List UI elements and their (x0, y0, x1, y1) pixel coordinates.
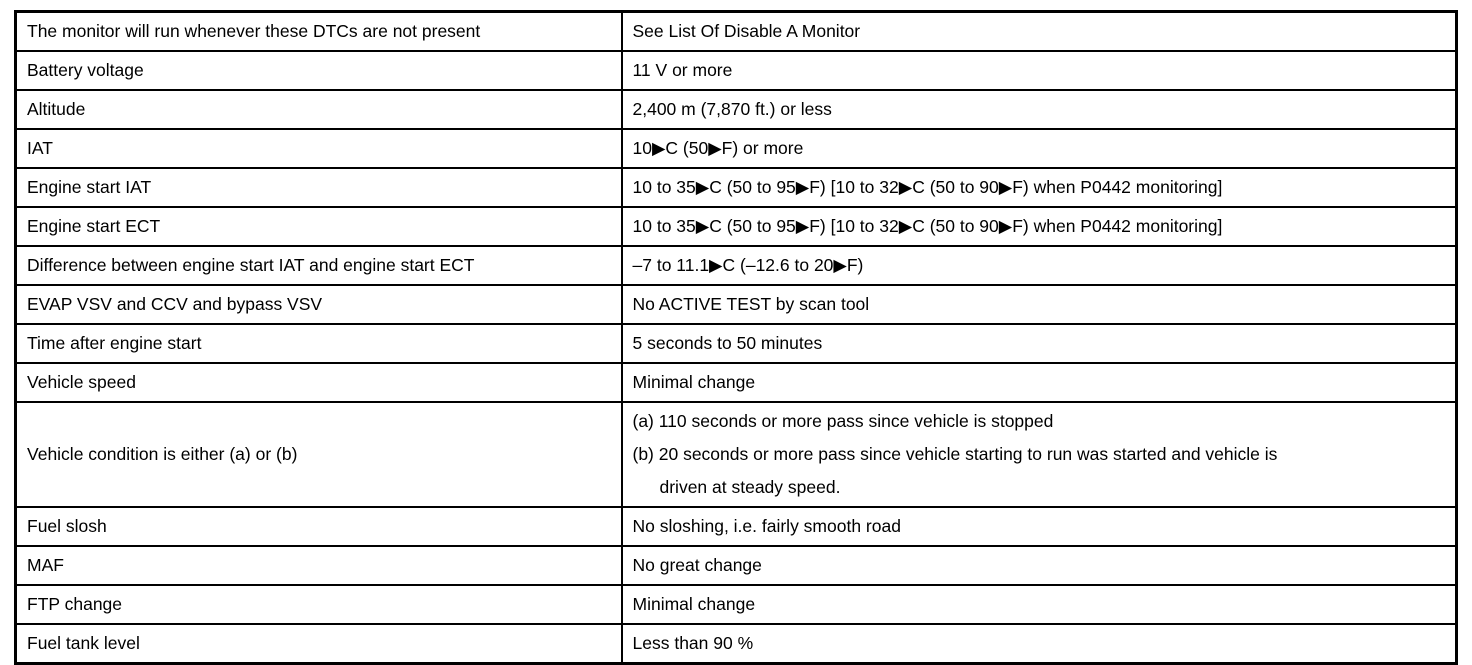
table-row: Time after engine start 5 seconds to 50 … (14, 323, 1458, 364)
table-row: Fuel slosh No sloshing, i.e. fairly smoo… (14, 506, 1458, 547)
table-row: The monitor will run whenever these DTCs… (14, 10, 1458, 52)
condition-cell: The monitor will run whenever these DTCs… (14, 10, 623, 52)
condition-cell: FTP change (14, 584, 623, 625)
condition-cell: EVAP VSV and CCV and bypass VSV (14, 284, 623, 325)
conditions-table: The monitor will run whenever these DTCs… (14, 10, 1458, 665)
table-row: Altitude 2,400 m (7,870 ft.) or less (14, 89, 1458, 130)
value-line-b-cont: driven at steady speed. (659, 477, 841, 497)
value-cell: 5 seconds to 50 minutes (620, 323, 1458, 364)
value-line-b: (b) 20 seconds or more pass since vehicl… (632, 444, 1278, 464)
monitor-conditions-table: The monitor will run whenever these DTCs… (14, 10, 1458, 665)
table-row: EVAP VSV and CCV and bypass VSV No ACTIV… (14, 284, 1458, 325)
table-row: Difference between engine start IAT and … (14, 245, 1458, 286)
condition-cell: Engine start ECT (14, 206, 623, 247)
value-cell: –7 to 11.1▶C (–12.6 to 20▶F) (620, 245, 1458, 286)
condition-cell: IAT (14, 128, 623, 169)
condition-cell: MAF (14, 545, 623, 586)
value-cell: See List Of Disable A Monitor (620, 10, 1458, 52)
value-line-a: (a) 110 seconds or more pass since vehic… (632, 411, 1054, 431)
table-row: Vehicle speed Minimal change (14, 362, 1458, 403)
value-cell: (a) 110 seconds or more pass since vehic… (620, 401, 1458, 508)
value-cell: 10 to 35▶C (50 to 95▶F) [10 to 32▶C (50 … (620, 167, 1458, 208)
table-row: Engine start IAT 10 to 35▶C (50 to 95▶F)… (14, 167, 1458, 208)
table-row: MAF No great change (14, 545, 1458, 586)
value-cell: No sloshing, i.e. fairly smooth road (620, 506, 1458, 547)
table-row: FTP change Minimal change (14, 584, 1458, 625)
table-row: Engine start ECT 10 to 35▶C (50 to 95▶F)… (14, 206, 1458, 247)
value-cell: 2,400 m (7,870 ft.) or less (620, 89, 1458, 130)
value-cell: 10▶C (50▶F) or more (620, 128, 1458, 169)
condition-cell: Battery voltage (14, 50, 623, 91)
table-row: IAT 10▶C (50▶F) or more (14, 128, 1458, 169)
condition-cell: Time after engine start (14, 323, 623, 364)
condition-cell: Engine start IAT (14, 167, 623, 208)
value-cell: 10 to 35▶C (50 to 95▶F) [10 to 32▶C (50 … (620, 206, 1458, 247)
condition-cell: Altitude (14, 89, 623, 130)
condition-cell: Fuel slosh (14, 506, 623, 547)
value-cell: 11 V or more (620, 50, 1458, 91)
condition-cell: Vehicle speed (14, 362, 623, 403)
value-cell: Less than 90 % (620, 623, 1458, 665)
value-cell: No ACTIVE TEST by scan tool (620, 284, 1458, 325)
value-cell: Minimal change (620, 362, 1458, 403)
condition-cell: Vehicle condition is either (a) or (b) (14, 401, 623, 508)
condition-cell: Fuel tank level (14, 623, 623, 665)
table-row: Vehicle condition is either (a) or (b) (… (14, 401, 1458, 508)
value-cell: No great change (620, 545, 1458, 586)
condition-cell: Difference between engine start IAT and … (14, 245, 623, 286)
table-row: Battery voltage 11 V or more (14, 50, 1458, 91)
table-row: Fuel tank level Less than 90 % (14, 623, 1458, 665)
value-cell: Minimal change (620, 584, 1458, 625)
